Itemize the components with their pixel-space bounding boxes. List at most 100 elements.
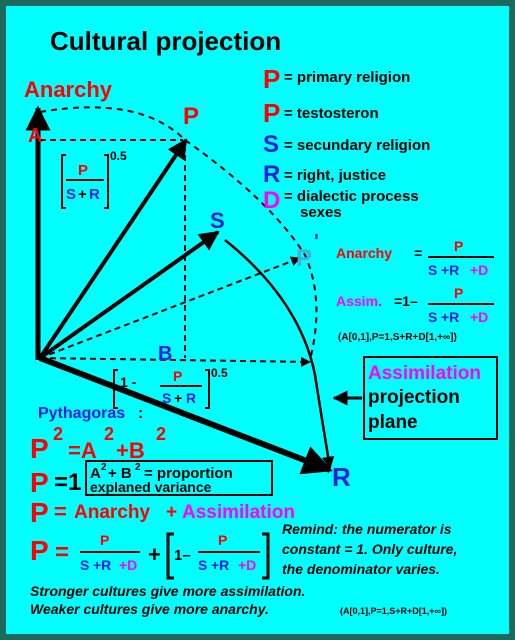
eq3-assimilation: Assimilation	[182, 502, 295, 523]
vector-to-r	[38, 355, 333, 475]
eq1-eq: =A	[68, 438, 97, 463]
remind-line2: constant = 1. Only culture,	[282, 541, 457, 557]
pythagoras-heading: Pythagoras	[38, 405, 125, 422]
pythagoras-eq2: P =1 A 2 + B 2 = proportion explaned var…	[30, 460, 273, 498]
pythagoras-eq3: P = Anarchy + Assimilation	[30, 497, 295, 528]
point-p-label: P	[183, 103, 199, 130]
assim-formula-s: S	[428, 309, 437, 325]
eq2-lhs: P	[30, 467, 49, 498]
projection-curve	[224, 239, 335, 470]
anarchy-formula-label: Anarchy	[336, 245, 392, 261]
frac-a-plus: +	[78, 186, 87, 203]
legend-symbol-r: R	[263, 161, 280, 188]
point-p-prime-label: P	[296, 245, 312, 272]
box-a-sup: 2	[101, 462, 107, 473]
box-line2: explaned variance	[90, 479, 212, 495]
legend-text-d: = dialectic process	[284, 188, 419, 205]
vector-to-p	[38, 138, 188, 360]
legend-text-r: = right, justice	[284, 167, 386, 184]
title: Cultural projection	[50, 26, 281, 56]
eq1-sup: 2	[53, 424, 63, 444]
final-den2-s: S	[198, 557, 207, 573]
legend-text-d2: sexes	[300, 204, 342, 221]
eq3-lhs: P	[30, 497, 49, 528]
final-num2: P	[218, 532, 227, 548]
assim-formula-d: +D	[470, 309, 488, 325]
assimilation-box	[363, 356, 498, 440]
assim-formula: Assim. =1– P S +R +D	[336, 285, 494, 325]
frac-b-r: R	[186, 390, 196, 406]
anarchy-formula-s: S	[428, 262, 437, 278]
dashed-axis-to-b	[39, 356, 311, 367]
pythagoras-colon: :	[138, 405, 143, 422]
frac-b-num: P	[173, 368, 182, 384]
legend-symbol-d: D	[263, 187, 280, 214]
assimilation-box-line3: plane	[368, 412, 418, 433]
anarchy-formula-d: +D	[470, 262, 488, 278]
eq1-lhs: P	[30, 433, 49, 464]
final-den1-r: +R	[93, 557, 111, 573]
dashed-arc-right	[184, 139, 318, 361]
frac-a-r: R	[89, 186, 100, 203]
eq1-plus: +B	[116, 438, 145, 463]
eq3-eq: =	[54, 499, 67, 524]
frac-a-num: P	[78, 162, 88, 179]
remind-line1: Remind: the numerator is	[282, 521, 452, 537]
point-p-prime-mark: '	[314, 231, 319, 253]
bottom-note: (A[0,1],P=1,S+R+D[1,+∞])	[340, 606, 447, 616]
frac-b-one-minus: 1 -	[120, 374, 137, 390]
final-den2-r: +R	[211, 557, 229, 573]
eq3-anarchy: Anarchy	[74, 502, 150, 523]
proportion-box	[85, 460, 273, 496]
pythagoras-eq1: P 2 =A 2 +B 2	[30, 424, 166, 464]
legend-text-s: = secundary religion	[284, 137, 430, 154]
assim-formula-num: P	[454, 285, 463, 301]
box-c: = proportion	[144, 465, 233, 482]
eq1-sup2: 2	[104, 424, 114, 444]
point-r-label: R	[332, 462, 351, 492]
final-den1-s: S	[80, 557, 89, 573]
assimilation-box-line1: Assimilation	[368, 363, 481, 384]
range-note: (A[0,1],P=1,S+R+D[1,+∞])	[338, 332, 457, 343]
anarchy-formula-num: P	[454, 238, 463, 254]
frac-a-exp: 0.5	[110, 149, 127, 163]
box-a: A	[90, 465, 101, 482]
anarchy-formula-eq: =	[414, 245, 422, 261]
final-eq: =	[55, 539, 69, 566]
point-s-label: S	[210, 208, 225, 233]
bottom-line1: Stronger cultures give more assimilation…	[30, 583, 305, 599]
final-plus: +	[148, 542, 161, 567]
legend: P = primary religion P = testosteron S =…	[263, 64, 430, 221]
legend-symbol-p2: P	[263, 98, 280, 128]
bottom-line2: Weaker cultures give more anarchy.	[30, 601, 269, 617]
legend-text-p2: = testosteron	[284, 105, 379, 122]
diagram-frame	[6, 6, 509, 634]
frac-b-s: S	[162, 390, 171, 406]
legend-text-p1: = primary religion	[284, 69, 410, 86]
dashed-arc-top	[39, 106, 186, 141]
eq3-plus: +	[166, 502, 177, 523]
assim-formula-r: +R	[441, 309, 459, 325]
frac-b-plus: +	[174, 390, 182, 406]
point-b-label: B	[158, 343, 172, 365]
dashed-vector-to-p-prime	[39, 256, 301, 359]
final-den2-d: +D	[238, 557, 256, 573]
assim-formula-eq: =1–	[394, 293, 418, 309]
box-b-sup: 2	[135, 462, 141, 473]
box-b: + B	[108, 465, 132, 482]
anarchy-formula-r: +R	[441, 262, 459, 278]
axis-anarchy-label: Anarchy	[24, 77, 113, 102]
final-num1: P	[100, 532, 109, 548]
legend-symbol-p1: P	[263, 64, 280, 94]
fraction-a: P S + R 0.5	[61, 149, 127, 209]
point-a-label: A	[28, 125, 42, 147]
final-one-minus: 1–	[174, 547, 191, 564]
remind-line3: the denominator varies.	[282, 561, 440, 577]
frac-b-exp: 0.5	[211, 366, 228, 380]
assimilation-box-line2: projection	[368, 387, 460, 408]
legend-symbol-s: S	[263, 131, 279, 158]
final-formula: P = P S +R +D + 1– P S +R +D	[30, 532, 270, 580]
fraction-b: 1 - P S + R 0.5	[113, 366, 228, 409]
eq1-sup3: 2	[156, 424, 166, 444]
